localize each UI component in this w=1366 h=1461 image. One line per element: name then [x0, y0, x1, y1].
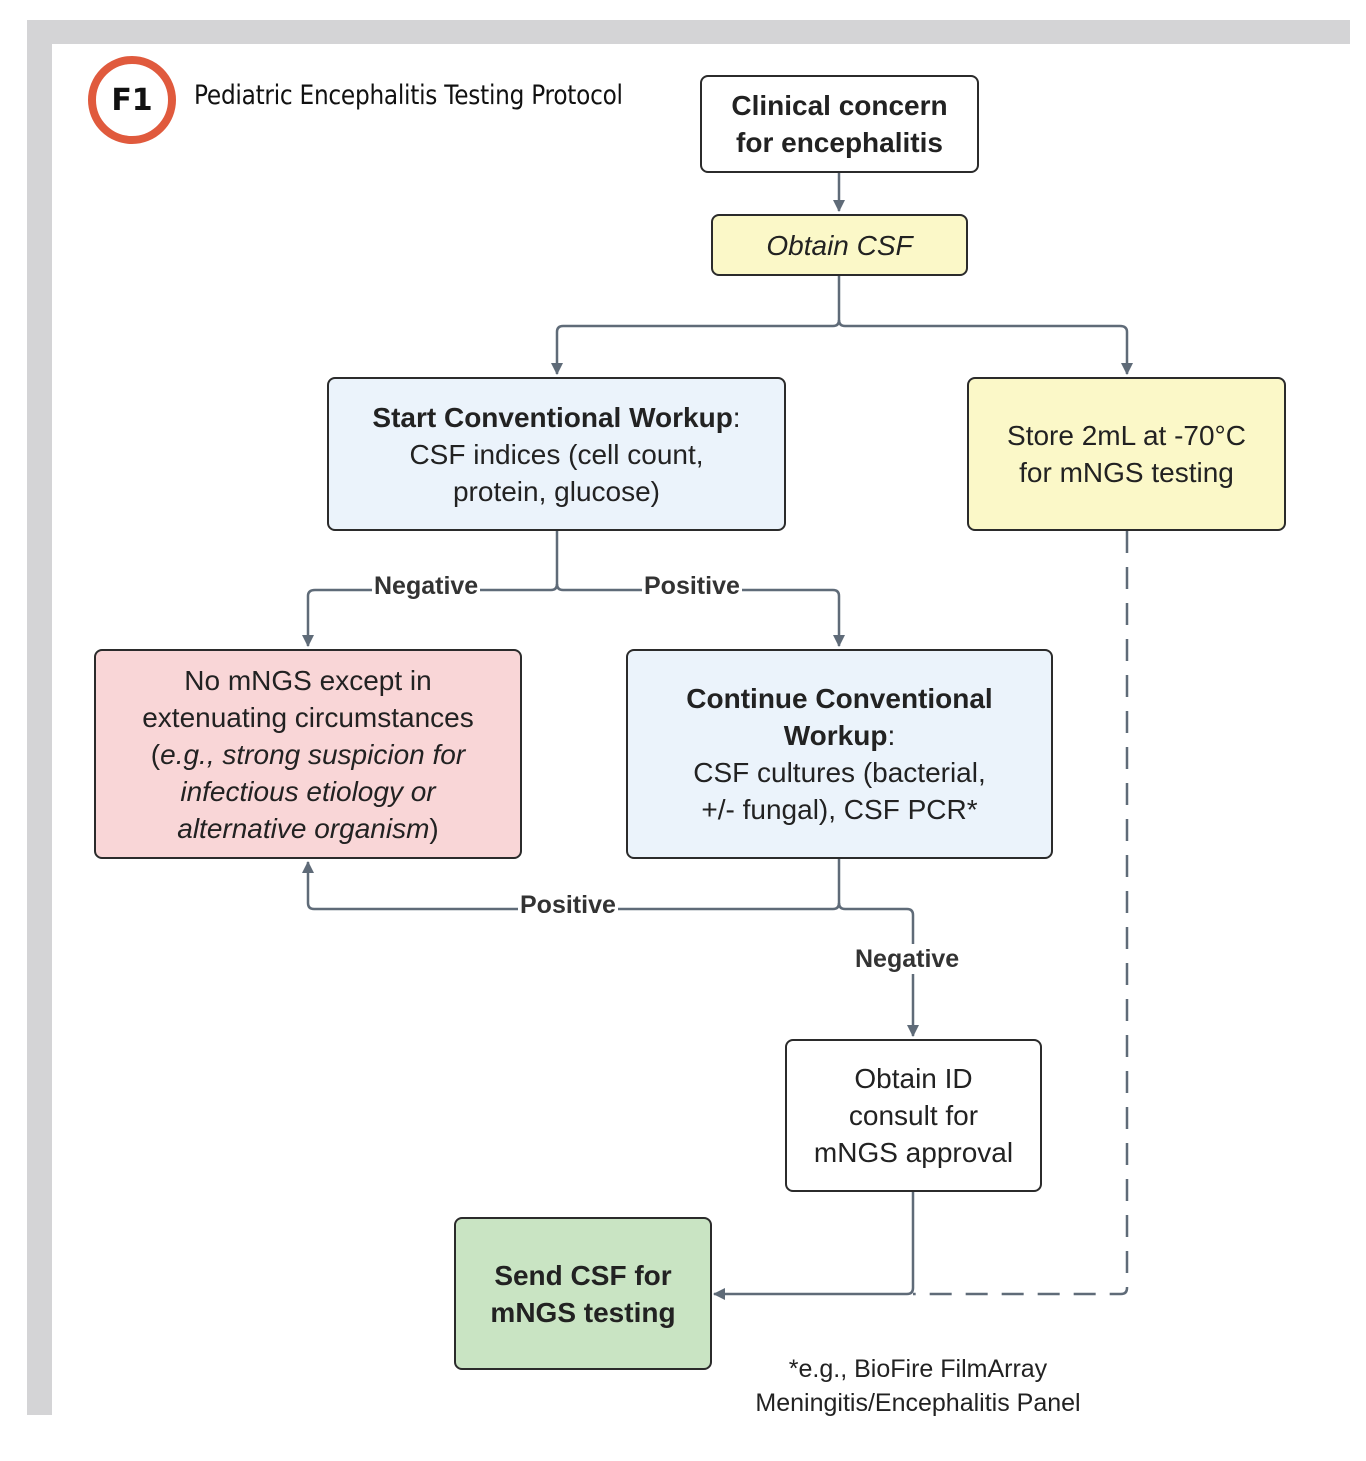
edge-workup-positive	[555, 583, 845, 647]
edge-label-negative-1: Negative	[372, 571, 481, 601]
clinical-concern-line2: for encephalitis	[736, 127, 943, 158]
id-consult-line1: Obtain ID	[854, 1063, 973, 1094]
node-send-csf: Send CSF for mNGS testing	[454, 1217, 712, 1370]
start-workup-colon: :	[732, 401, 741, 433]
frame-top-bar	[27, 20, 1350, 44]
continue-workup-line2: +/- fungal), CSF PCR*	[701, 794, 978, 825]
node-clinical-concern: Clinical concern for encephalitis	[700, 75, 979, 173]
no-mngs-paren-close: )	[429, 812, 439, 844]
clinical-concern-line1: Clinical concern	[731, 90, 948, 121]
send-csf-line2: mNGS testing	[490, 1296, 676, 1328]
id-consult-line2: consult for	[848, 1100, 979, 1131]
store-line1: Store 2mL at -70°C	[1007, 420, 1246, 451]
store-line2: for mNGS testing	[1019, 457, 1234, 488]
edge-store-to-send-dashed	[913, 531, 1129, 1296]
frame-left-bar	[27, 20, 52, 1415]
no-mngs-line2: extenuating circumstances	[142, 701, 474, 733]
continue-workup-line1: CSF cultures (bacterial,	[693, 757, 986, 788]
footnote-line2: Meningitis/Encephalitis Panel	[755, 1389, 1081, 1417]
edge-label-positive-2: Positive	[518, 890, 618, 920]
edge-label-negative-2: Negative	[853, 944, 962, 974]
no-mngs-italic2: infectious etiology or	[180, 775, 436, 807]
node-no-mngs: No mNGS except in extenuating circumstan…	[94, 649, 522, 859]
node-store-sample: Store 2mL at -70°C for mNGS testing	[967, 377, 1286, 531]
start-workup-heading: Start Conventional Workup	[372, 401, 733, 433]
figure-badge: F1	[88, 56, 176, 144]
edge-csf-to-start-workup	[551, 276, 841, 375]
obtain-csf-text: Obtain CSF	[766, 229, 913, 261]
edge-csf-to-store	[837, 319, 1133, 375]
send-csf-line1: Send CSF for	[494, 1259, 672, 1291]
start-workup-line2: protein, glucose)	[452, 475, 660, 507]
no-mngs-line1: No mNGS except in	[184, 664, 432, 696]
node-start-conventional-workup: Start Conventional Workup: CSF indices (…	[327, 377, 786, 531]
continue-workup-heading2: Workup	[783, 720, 888, 751]
edge-consult-to-send	[713, 1192, 915, 1300]
footnote: *e.g., BioFire FilmArray Meningitis/Ence…	[718, 1352, 1118, 1420]
continue-workup-heading1: Continue Conventional	[686, 683, 993, 714]
node-obtain-csf: Obtain CSF	[711, 214, 968, 276]
edge-label-positive-1: Positive	[642, 571, 742, 601]
start-workup-line1: CSF indices (cell count,	[409, 438, 704, 470]
figure-badge-label: F1	[111, 82, 153, 118]
id-consult-line3: mNGS approval	[813, 1137, 1014, 1168]
no-mngs-paren-open: (	[150, 738, 161, 770]
no-mngs-italic3: alternative organism	[177, 812, 430, 844]
node-id-consult: Obtain ID consult for mNGS approval	[785, 1039, 1042, 1192]
no-mngs-italic1: e.g., strong suspicion for	[160, 738, 466, 770]
figure-title: Pediatric Encephalitis Testing Protocol	[194, 80, 623, 111]
continue-workup-colon: :	[887, 720, 896, 751]
footnote-line1: *e.g., BioFire FilmArray	[788, 1355, 1048, 1383]
node-continue-conventional-workup: Continue Conventional Workup: CSF cultur…	[626, 649, 1053, 859]
edge-continue-negative	[837, 902, 919, 1037]
